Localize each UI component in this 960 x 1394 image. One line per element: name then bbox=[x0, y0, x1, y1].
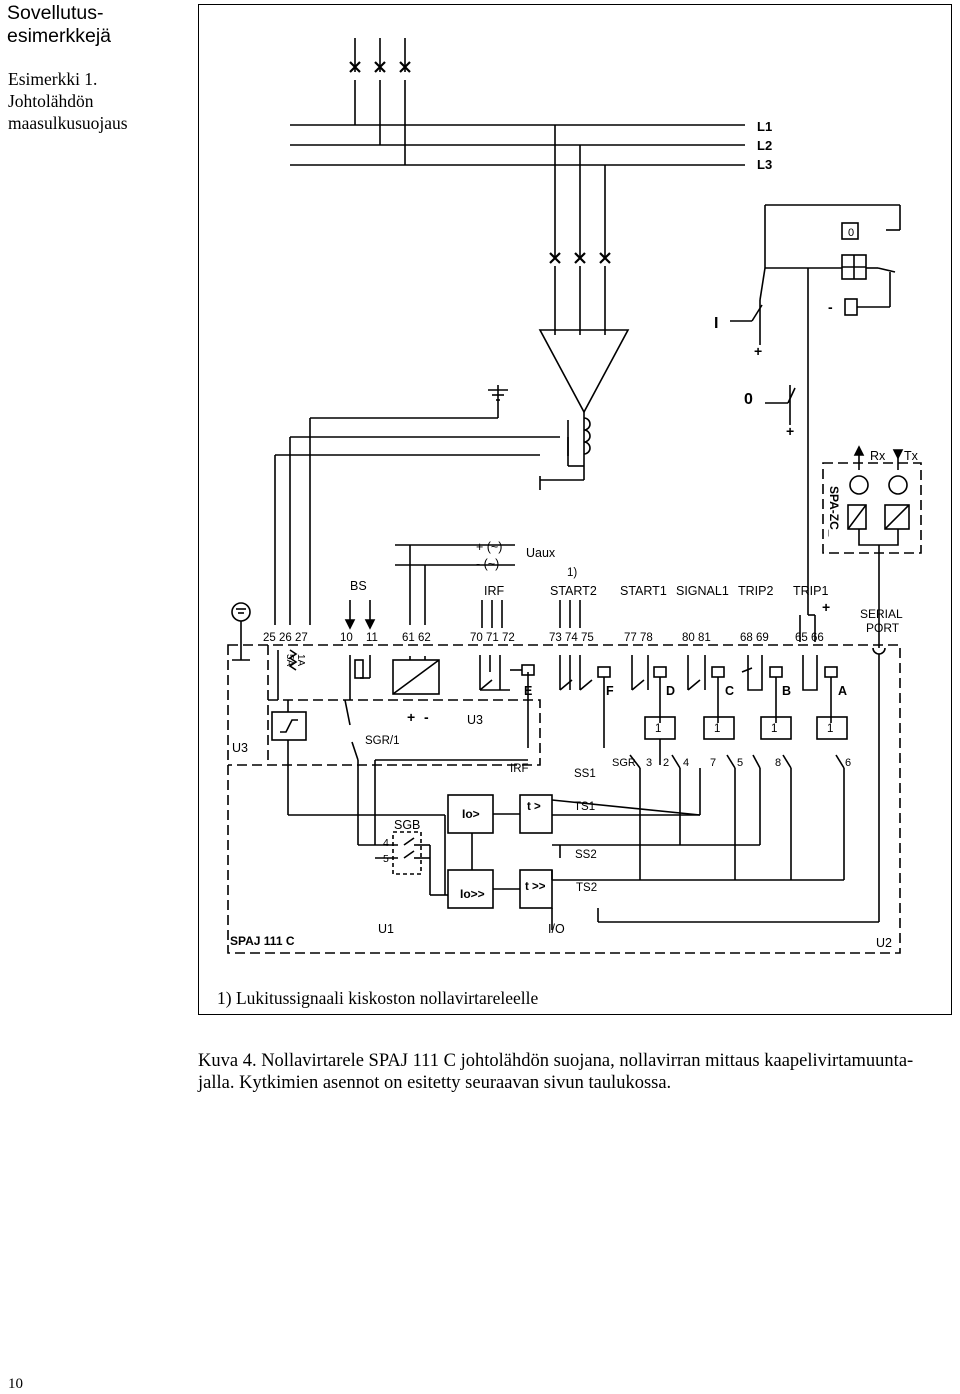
aux-plus-label: + (~) bbox=[476, 540, 502, 554]
phase-label: L3 bbox=[757, 157, 772, 172]
u3-label: U3 bbox=[467, 713, 483, 727]
or-gate-label: 1 bbox=[827, 723, 833, 735]
plus-label: + bbox=[822, 599, 830, 615]
relay-letter: A bbox=[838, 684, 847, 698]
relay-letter: F bbox=[606, 684, 614, 698]
rx-label: Rx bbox=[870, 449, 886, 463]
output-label: START1 bbox=[620, 584, 667, 598]
sgb-label: SGB bbox=[394, 818, 420, 832]
page-number: 10 bbox=[8, 1376, 23, 1392]
terminal-numbers: 70 71 72 bbox=[470, 632, 515, 644]
relay-name: SPAJ 111 C bbox=[230, 934, 295, 948]
open-command-label: 0 bbox=[744, 391, 753, 408]
terminal-numbers: 80 81 bbox=[682, 632, 711, 644]
terminal-numbers: 10 bbox=[340, 632, 353, 644]
terminal-numbers: 68 69 bbox=[740, 632, 769, 644]
irf-label: IRF bbox=[510, 763, 529, 775]
terminal-numbers: 11 bbox=[366, 632, 378, 644]
signal-label: SS1 bbox=[574, 768, 596, 780]
figure-frame bbox=[198, 4, 952, 1015]
minus-label: - bbox=[424, 709, 429, 725]
signal-label: TS1 bbox=[574, 801, 595, 813]
sgr-position: 7 bbox=[710, 757, 716, 769]
terminal-numbers: 65 66 bbox=[795, 632, 824, 644]
or-gate-label: 1 bbox=[714, 723, 720, 735]
close-command-label: I bbox=[714, 315, 718, 332]
signal-label: SS2 bbox=[575, 849, 597, 861]
sgr-label: SGR bbox=[612, 757, 636, 769]
stage-label: t > bbox=[527, 801, 541, 813]
plus-label: + bbox=[786, 423, 794, 439]
signal-label: TS2 bbox=[576, 882, 597, 894]
sgr-position: 2 bbox=[663, 757, 669, 769]
phase-label: L1 bbox=[757, 119, 772, 134]
sgb-position: 4 bbox=[383, 837, 389, 849]
stage-label: t >> bbox=[525, 881, 546, 893]
breaker-open-label: 0 bbox=[848, 227, 854, 239]
output-label: TRIP1 bbox=[793, 584, 828, 598]
aux-minus-label: - (~) bbox=[476, 557, 499, 571]
stage-label: Io>> bbox=[460, 887, 485, 901]
serial-port-label: PORT bbox=[866, 621, 900, 635]
u2-label: U2 bbox=[876, 936, 892, 950]
relay-letter: E bbox=[524, 684, 532, 698]
sgb-position: 5 bbox=[383, 853, 389, 865]
output-label: TRIP2 bbox=[738, 584, 773, 598]
aux-supply-label: Uaux bbox=[526, 546, 556, 560]
output-label: START2 bbox=[550, 584, 597, 598]
bs-label: BS bbox=[350, 579, 367, 593]
plus-label: + bbox=[407, 709, 415, 725]
wiring-diagram: L1 L2 L3 0 I + - 0 + Rx Tx SPA-ZC_ SERIA… bbox=[227, 38, 922, 954]
section-heading: Sovellutus- esimerkkejä bbox=[7, 2, 112, 47]
relay-letter: D bbox=[666, 684, 675, 698]
ct-range-label: 1A bbox=[295, 654, 306, 667]
sgr-position: 4 bbox=[683, 757, 689, 769]
minus-label: - bbox=[828, 299, 833, 315]
io-label: I/O bbox=[548, 922, 565, 936]
or-gate-label: 1 bbox=[655, 723, 661, 735]
output-label: SIGNAL1 bbox=[676, 584, 729, 598]
u1-label: U1 bbox=[378, 922, 394, 936]
relay-letter: C bbox=[725, 684, 734, 698]
terminal-numbers: 73 74 75 bbox=[549, 632, 594, 644]
terminal-numbers: 25 26 27 bbox=[263, 632, 308, 644]
phase-label: L2 bbox=[757, 138, 772, 153]
footnote-marker: 1) bbox=[567, 567, 577, 579]
u3-label: U3 bbox=[232, 741, 248, 755]
ct-range-label: 5A bbox=[284, 654, 295, 667]
sgr-position: 3 bbox=[646, 757, 652, 769]
output-label: IRF bbox=[484, 584, 505, 598]
sgr-position: 6 bbox=[845, 757, 851, 769]
plus-label: + bbox=[754, 343, 762, 359]
figure-footnote: 1) Lukitussignaali kiskoston nollavirtar… bbox=[217, 988, 539, 1008]
terminal-numbers: 77 78 bbox=[624, 632, 653, 644]
tx-label: Tx bbox=[904, 449, 919, 463]
serial-module-label: SPA-ZC_ bbox=[827, 486, 841, 537]
serial-port-label: SERIAL bbox=[860, 607, 903, 621]
terminal-numbers: 61 62 bbox=[402, 632, 431, 644]
example-title: Esimerkki 1. Johtolähdön maasulkusuojaus bbox=[8, 69, 128, 133]
stage-label: Io> bbox=[462, 807, 480, 821]
sgr-position: 8 bbox=[775, 757, 781, 769]
sgr-position: 5 bbox=[737, 757, 743, 769]
relay-letter: B bbox=[782, 684, 791, 698]
figure-caption: Kuva 4. Nollavirtarele SPAJ 111 C johtol… bbox=[198, 1051, 914, 1093]
sgr1-label: SGR/1 bbox=[365, 735, 400, 747]
or-gate-label: 1 bbox=[771, 723, 777, 735]
